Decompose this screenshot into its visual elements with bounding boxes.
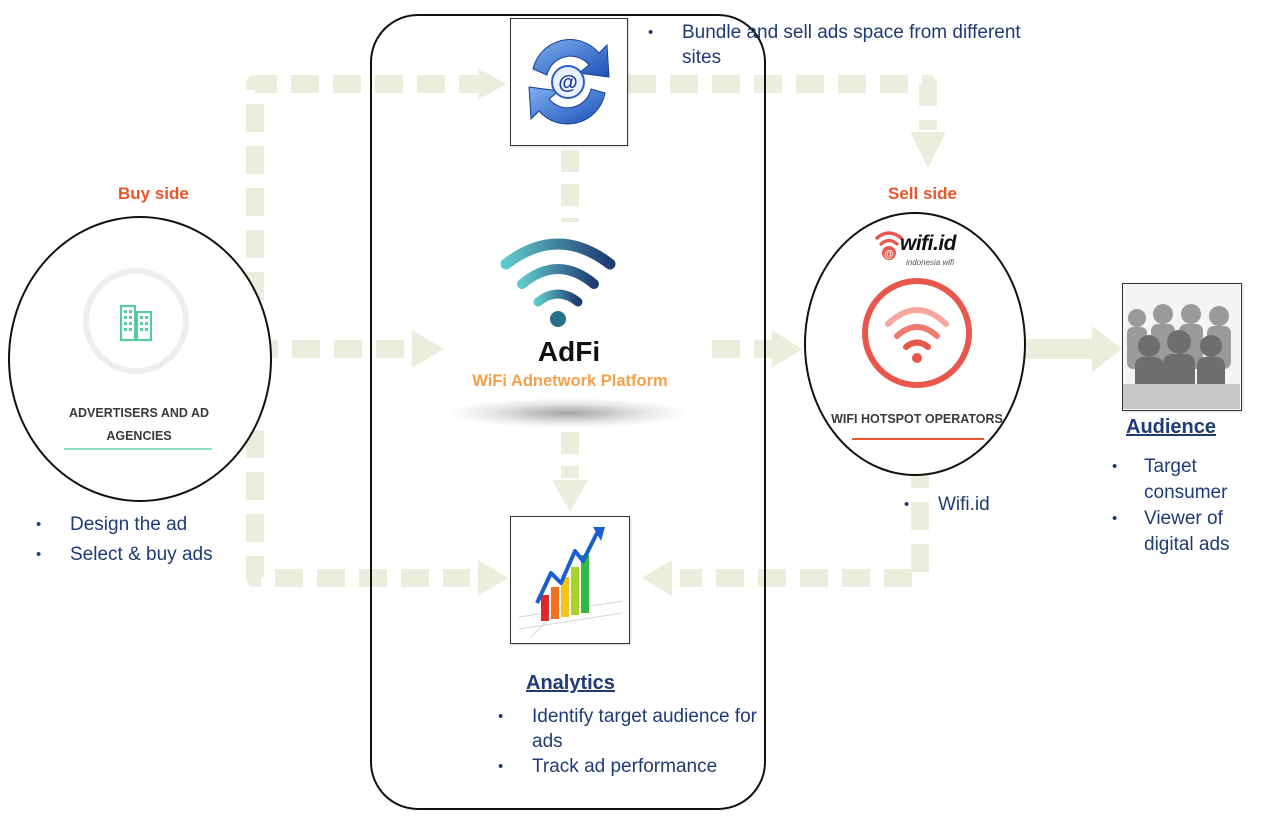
platform-subtitle: WiFi Adnetwork Platform (472, 372, 668, 390)
arrowhead-sell (772, 330, 802, 368)
list-item: Identify target audience for ads (494, 704, 792, 754)
hotspot-underline (852, 438, 984, 440)
wifi-id-tagline: indonesia wifi (906, 258, 955, 267)
list-item: Select & buy ads (32, 540, 213, 570)
bundle-image: @ (510, 18, 628, 146)
email-refresh-icon: @ (528, 39, 610, 125)
arrowhead-analytics-left (478, 560, 508, 596)
flow-sell-to-analytics (680, 460, 929, 587)
sell-side-label: Sell side (888, 184, 957, 203)
arrowhead-bundle (478, 68, 506, 100)
platform-shadow (448, 398, 688, 428)
buy-side-bullets: Design the ad Select & buy ads (32, 510, 213, 570)
sell-side-bullets: Wifi.id (900, 492, 990, 518)
svg-text:@: @ (884, 249, 894, 260)
list-item: Viewer of digital ads (1108, 506, 1264, 558)
hotspot-wifi-icon (862, 278, 972, 388)
wifi-id-logo-icon: @ (875, 231, 903, 260)
advertiser-badge (83, 268, 189, 374)
audience-bullets: Target consumer Viewer of digital ads (1108, 454, 1264, 558)
platform-container (370, 14, 766, 810)
arrowhead-analytics-right (642, 560, 672, 596)
building-icon (119, 304, 153, 342)
bar-chart-growth-icon (511, 517, 628, 642)
flow-buy-to-bundle (246, 75, 478, 300)
analytics-bullets: Identify target audience for ads Track a… (494, 704, 792, 779)
arrowhead-sell-top (910, 132, 946, 168)
wifi-id-logo-text: wifi.id (900, 232, 957, 255)
list-item: Target consumer (1108, 454, 1264, 506)
audience-heading: Audience (1126, 416, 1217, 438)
analytics-image (510, 516, 630, 644)
hotspot-operators-title: WIFI HOTSPOT OPERATORS (831, 412, 1003, 426)
audience-image (1122, 283, 1242, 411)
wifi-signal-icon (500, 238, 616, 327)
crowd-silhouette-icon (1123, 284, 1240, 409)
advertiser-underline (64, 448, 212, 450)
advertiser-title: ADVERTISERS AND AD AGENCIES (68, 406, 210, 443)
flow-bundle-to-sell (628, 75, 937, 130)
buy-side-label: Buy side (118, 184, 189, 203)
list-item: Bundle and sell ads space from different… (644, 20, 1042, 70)
bundle-bullets: Bundle and sell ads space from different… (644, 20, 1042, 70)
svg-text:@: @ (558, 72, 578, 94)
analytics-heading: Analytics (526, 672, 615, 694)
list-item: Track ad performance (494, 754, 792, 779)
arrowhead-platform (412, 330, 444, 368)
list-item: Wifi.id (900, 492, 990, 518)
platform-name: AdFi (537, 336, 601, 367)
arrowhead-analytics-top (552, 480, 588, 512)
arrowhead-audience (1092, 326, 1122, 372)
list-item: Design the ad (32, 510, 213, 540)
flow-buy-to-analytics (246, 430, 470, 587)
